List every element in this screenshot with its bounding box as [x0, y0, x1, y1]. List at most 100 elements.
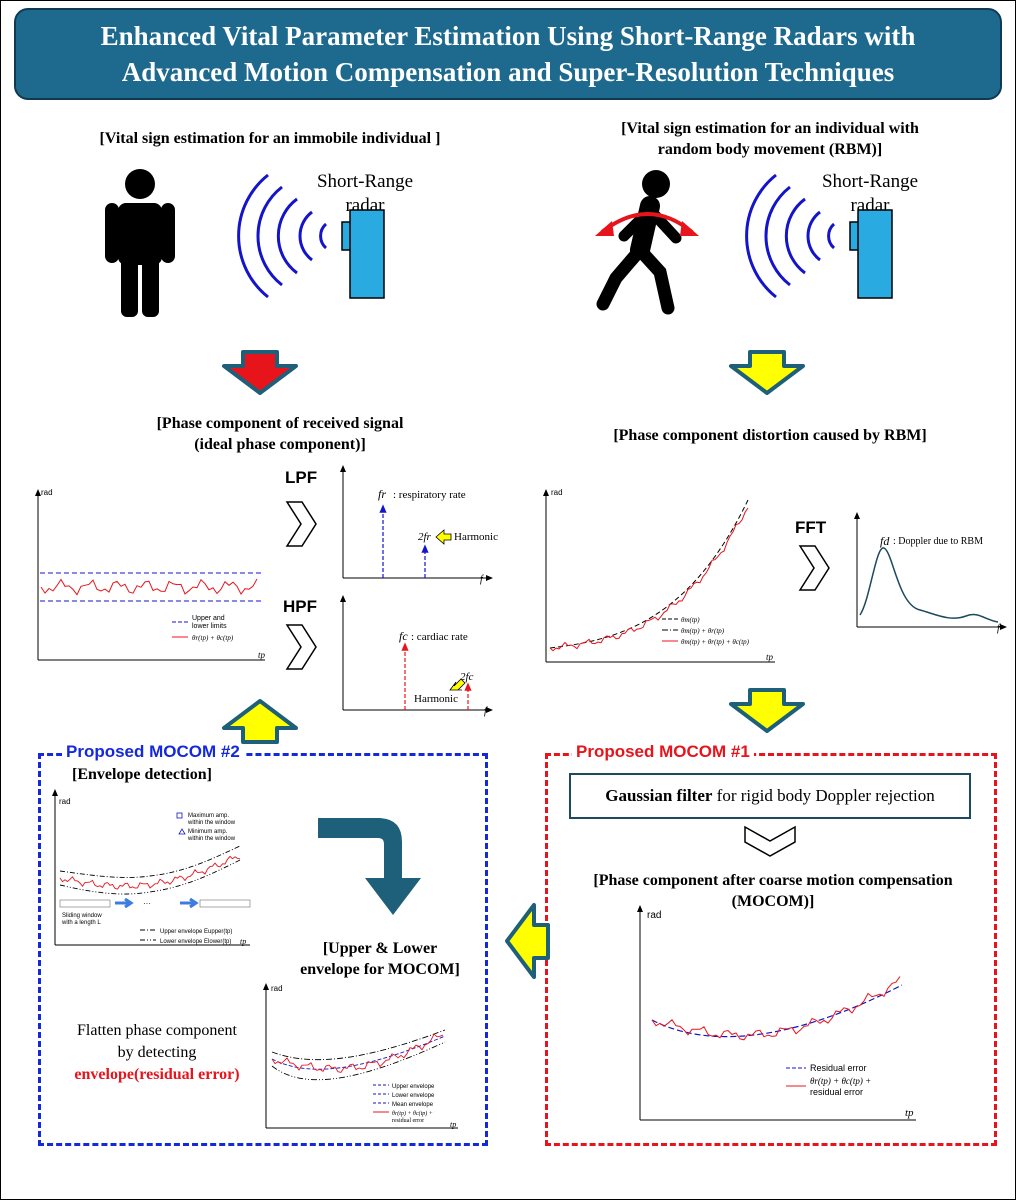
fft-chevron	[798, 545, 830, 591]
ul-legend-mean: Mean envelope	[392, 1102, 434, 1108]
legend-limits-2: lower limits	[192, 623, 227, 630]
fc-description: : cardiac rate	[411, 631, 468, 643]
ul-y-label: rad	[271, 984, 283, 993]
distortion-legend-1: θm(tp)	[681, 616, 700, 624]
legend-ideal-signal: θr(tp) + θc(tp)	[192, 634, 234, 642]
ul-legend-signal-1: θr(tp) + θc(tp) +	[392, 1110, 433, 1117]
radar-waves-right	[745, 173, 836, 299]
min-amp-line-1: Minimum amp.	[188, 829, 228, 835]
ul-heading-line-1: [Upper & Lower	[322, 940, 438, 957]
right-radar-line-1: Short-Range	[821, 171, 919, 192]
fft-label: FFT	[795, 518, 827, 537]
hpf-harmonic-text: Harmonic	[414, 693, 458, 705]
envelope-detection-plot: rad Maximum amp. within the window Minim…	[52, 789, 251, 946]
mocom2-box	[38, 753, 488, 1146]
lower-env-legend: Lower envelope Elower(tp)	[160, 939, 231, 945]
down-arrow-yellow-1	[729, 350, 805, 395]
window-slide-arrow-1	[115, 897, 134, 909]
harmonic-pointer-icon	[435, 529, 452, 545]
down-arrow-yellow-2	[729, 688, 805, 733]
theta-m-trace	[549, 499, 749, 649]
title-line-2: Advanced Motion Compensation and Super-R…	[121, 57, 895, 87]
rbm-arrowhead-right	[680, 221, 699, 236]
lpf-spectrum-plot: fr : respiratory rate 2fr Harmonic f	[340, 465, 498, 585]
ideal-phase-heading: [Phase component of received signal (ide…	[120, 413, 440, 455]
coarse-legend-signal-2: residual error	[810, 1087, 863, 1097]
flatten-line-1: Flatten phase component	[77, 1022, 237, 1039]
max-amp-line-1: Maximum amp.	[188, 813, 229, 819]
ul-legend-upper: Upper envelope	[392, 1084, 435, 1090]
distortion-heading: [Phase component distortion caused by RB…	[613, 427, 927, 444]
standing-person-icon	[105, 169, 175, 317]
left-scenario-heading: [Vital sign estimation for an immobile i…	[99, 130, 441, 147]
fft-spectrum-plot: fd : Doppler due to RBM f	[854, 512, 1007, 634]
fr-description: : respiratory rate	[393, 489, 466, 501]
ul-upper-envelope	[271, 1029, 446, 1061]
fft-x-label: f	[997, 623, 1001, 634]
coarse-legend-signal-1: θr(tp) + θc(tp) +	[810, 1076, 871, 1086]
left-arrow-yellow	[505, 903, 550, 979]
ul-x-label: tp	[450, 1120, 456, 1129]
ul-heading-line-2: envelope for MOCOM]	[300, 961, 460, 978]
distortion-legend-3: θm(tp) + θr(tp) + θc(tp)	[681, 638, 750, 646]
ideal-x-label: tp	[258, 650, 266, 660]
lpf-x-label: f	[480, 574, 484, 585]
ul-legend-lower: Lower envelope	[392, 1093, 435, 1099]
min-amp-marker-icon	[178, 828, 186, 835]
upper-env-legend: Upper envelope Eupper(tp)	[160, 929, 232, 935]
right-scenario-heading: [Vital sign estimation for an individual…	[560, 118, 980, 160]
fd-symbol: fd	[880, 534, 890, 548]
lpf-harmonic-text: Harmonic	[454, 531, 498, 543]
coarse-heading-line-1: [Phase component after coarse motion com…	[593, 872, 953, 889]
fc-symbol: fc	[399, 629, 408, 643]
distorted-signal-trace	[549, 507, 749, 652]
mocom2-title: Proposed MOCOM #2	[62, 742, 244, 762]
flatten-text: Flatten phase component by detecting env…	[52, 1020, 262, 1086]
gaussian-filter-box: Gaussian filter for rigid body Doppler r…	[569, 773, 971, 819]
distortion-legend-2: θm(tp) + θr(tp)	[681, 627, 725, 635]
big-curved-arrow	[318, 818, 421, 915]
coarse-legend-residual: Residual error	[810, 1063, 867, 1073]
right-heading-line-2: random body movement (RBM)]	[657, 141, 883, 158]
ul-signal-trace	[271, 1033, 444, 1073]
lpf-chevron	[285, 501, 317, 547]
right-heading-line-1: [Vital sign estimation for an individual…	[621, 120, 919, 137]
env-y-label: rad	[59, 797, 71, 806]
coarse-heading-line-2: (MOCOM)]	[731, 893, 815, 910]
sliding-window-line-2: with a length L	[61, 920, 101, 926]
coarse-x-label: tp	[905, 1107, 914, 1119]
coarse-y-label: rad	[647, 910, 661, 921]
envelope-signal-trace	[59, 855, 241, 890]
fr-symbol: fr	[378, 487, 386, 501]
mocom1-chevron	[744, 825, 796, 857]
2fr-symbol: 2fr	[418, 531, 432, 543]
max-amp-line-2: within the window	[187, 820, 236, 826]
sliding-window-line-1: Sliding window	[62, 913, 102, 919]
hpf-x-label: f	[484, 706, 488, 717]
max-amp-marker-icon	[176, 812, 183, 819]
gaussian-filter-bold: Gaussian filter	[605, 786, 713, 805]
ul-legend-signal-2: residual error	[392, 1118, 424, 1124]
fd-description: : Doppler due to RBM	[893, 536, 983, 547]
title-line-1: Enhanced Vital Parameter Estimation Usin…	[100, 21, 916, 51]
upper-lower-heading: [Upper & Lower envelope for MOCOM]	[270, 938, 490, 980]
envelope-detection-heading: [Envelope detection]	[72, 766, 212, 783]
window-ellipsis: ···	[143, 899, 151, 908]
ideal-heading-line-1: [Phase component of received signal	[156, 415, 404, 432]
2fc-symbol: 2fc	[460, 671, 474, 683]
radar-device-right	[849, 209, 893, 299]
title-banner: Enhanced Vital Parameter Estimation Usin…	[14, 8, 1002, 100]
distortion-plot: rad θm(tp) θm(tp) + θr(tp) θm(tp) + θr(t…	[543, 488, 775, 663]
min-amp-line-2: within the window	[187, 836, 236, 842]
env-x-label: tp	[240, 937, 246, 946]
ul-mean-envelope	[271, 1035, 446, 1070]
gaussian-filter-text: for rigid body Doppler rejection	[712, 786, 935, 805]
harmonic-pointer-icon-2	[449, 678, 466, 691]
left-radar-line-1: Short-Range	[316, 171, 414, 192]
up-arrow-yellow	[222, 699, 298, 744]
window-slide-arrow-2	[180, 897, 199, 909]
coarse-signal-trace	[651, 976, 901, 1041]
hpf-chevron	[285, 624, 317, 670]
hpf-spectrum-plot: fc : cardiac rate 2fc Harmonic f	[340, 595, 493, 717]
